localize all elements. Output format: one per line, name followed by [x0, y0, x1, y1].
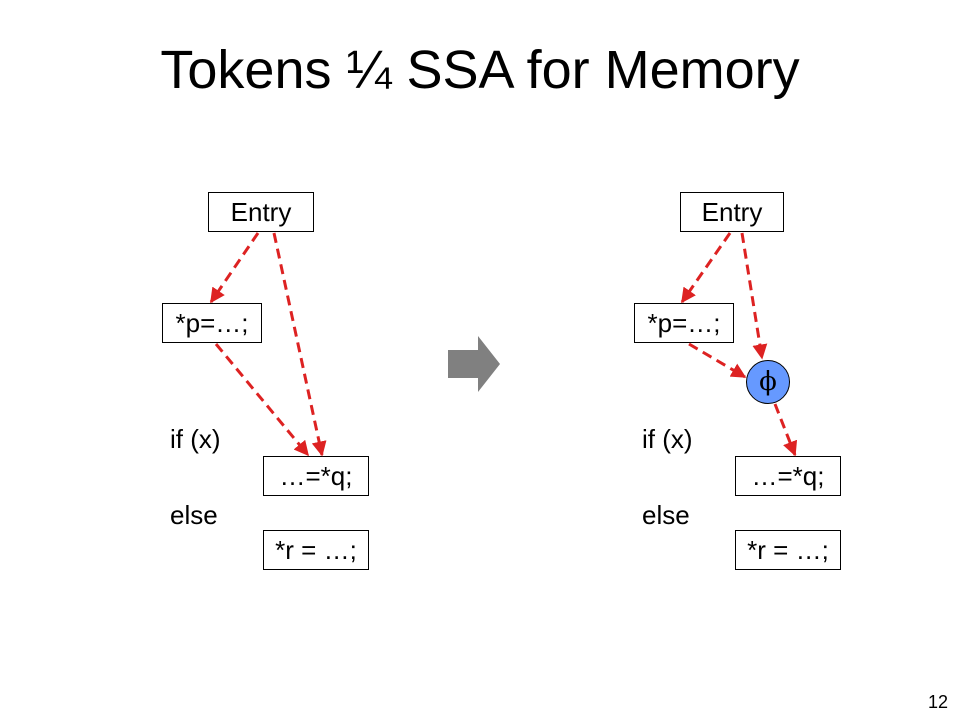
transform-arrow-icon: [448, 336, 500, 392]
left-store-p-node: *p=…;: [162, 303, 262, 343]
left-entry-node: Entry: [208, 192, 314, 232]
phi-node: ϕ: [746, 360, 790, 404]
right-edge-entry-to-p: [680, 232, 732, 304]
right-if-label: if (x): [642, 424, 693, 454]
left-else-label: else: [170, 500, 218, 530]
right-entry-node: Entry: [680, 192, 784, 232]
page-title: Tokens ¼ SSA for Memory: [160, 40, 800, 100]
left-edge-entry-to-p: [209, 232, 260, 304]
right-store-p-node: *p=…;: [634, 303, 734, 343]
right-else-label: else: [642, 500, 690, 530]
left-edge-entry-to-q: [272, 232, 327, 457]
right-edge-phi-to-q: [773, 403, 798, 457]
left-edge-p-to-q: [214, 343, 310, 457]
left-if-label: if (x): [170, 424, 221, 454]
right-edge-entry-to-phi: [740, 232, 768, 360]
right-store-r-node: *r = …;: [735, 530, 841, 570]
left-load-q-node: …=*q;: [263, 456, 369, 496]
left-store-r-node: *r = …;: [263, 530, 369, 570]
right-load-q-node: …=*q;: [735, 456, 841, 496]
page-number: 12: [927, 692, 948, 712]
right-edge-p-to-phi: [688, 342, 747, 379]
